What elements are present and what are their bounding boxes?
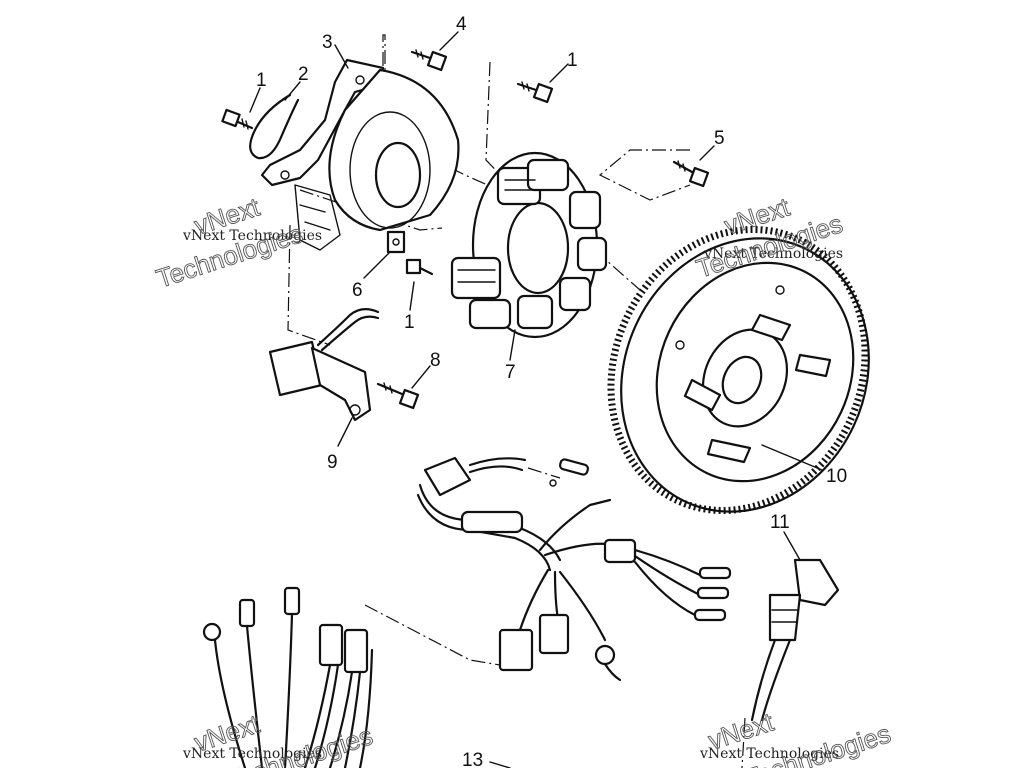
callout-5: 5 bbox=[714, 128, 725, 149]
watermark-text: vNext Technologies bbox=[699, 746, 839, 762]
bolt-part-8 bbox=[376, 382, 420, 410]
callout-4: 4 bbox=[456, 14, 467, 35]
part-6-bracket bbox=[386, 230, 406, 254]
part-7-stator bbox=[450, 151, 608, 339]
callout-1c: 1 bbox=[404, 312, 415, 333]
part-11-plug-cap bbox=[750, 558, 840, 722]
callout-6: 6 bbox=[352, 280, 363, 301]
callout-1b: 1 bbox=[567, 50, 578, 71]
callout-labels: 1 2 3 4 1 5 6 1 7 8 9 10 11 13 bbox=[256, 14, 847, 768]
watermark-text: vNext Technologies bbox=[182, 228, 322, 244]
bolt-part-4 bbox=[410, 49, 448, 72]
callout-13: 13 bbox=[462, 750, 483, 768]
callout-8: 8 bbox=[430, 350, 441, 371]
bolt-part-1b bbox=[516, 81, 554, 104]
bolt-part-1c bbox=[405, 258, 434, 276]
wire-harness bbox=[416, 456, 732, 682]
watermark-text: vNext Technologies bbox=[703, 246, 843, 262]
bolt-part-5 bbox=[672, 160, 710, 188]
leader-lines bbox=[249, 31, 823, 768]
callout-10: 10 bbox=[826, 466, 847, 487]
watermark-text: vNext Technologies bbox=[182, 746, 322, 762]
callout-3: 3 bbox=[322, 32, 333, 53]
part-13-wire-bundle bbox=[202, 586, 374, 768]
callout-1a: 1 bbox=[256, 70, 267, 91]
callout-11: 11 bbox=[770, 512, 790, 533]
callout-2: 2 bbox=[298, 64, 309, 85]
watermark-bottom-right: vNext Technologies vNext Technologies bbox=[699, 706, 895, 768]
part-9-pulser-coil bbox=[268, 308, 380, 422]
callout-7: 7 bbox=[505, 362, 516, 383]
part-2-clip bbox=[249, 93, 300, 160]
bolt-part-1a bbox=[221, 108, 254, 130]
callout-9: 9 bbox=[327, 452, 338, 473]
part-3-backplate bbox=[260, 58, 460, 251]
part-10-flywheel bbox=[607, 226, 870, 514]
